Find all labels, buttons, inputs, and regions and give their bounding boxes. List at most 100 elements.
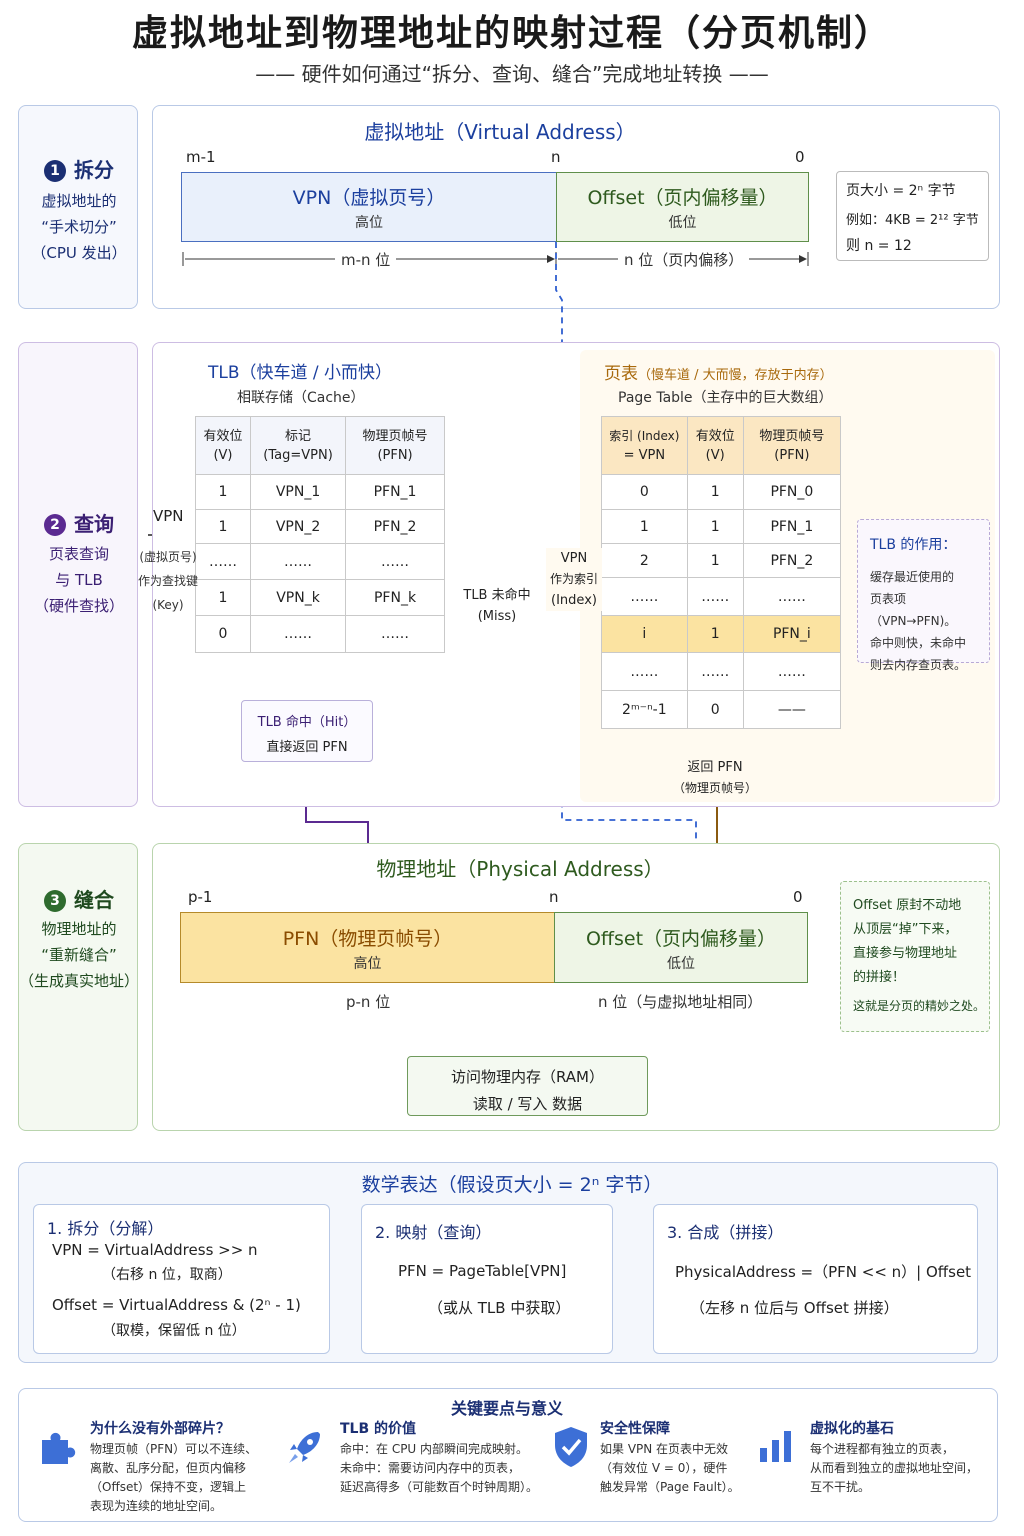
tlb-cell: 1 bbox=[195, 579, 251, 616]
pt-cell: PFN_1 bbox=[742, 509, 842, 544]
physical-address-title: 物理地址（Physical Address） bbox=[376, 857, 664, 881]
tlb-role-line: 则去内存查页表。 bbox=[870, 658, 967, 672]
pa-offset-field: Offset（页内偏移量） 低位 bbox=[554, 912, 808, 983]
pfn-sub: 高位 bbox=[353, 956, 382, 972]
step-3-desc: 物理地址的 “重新缝合” （生成真实地址） bbox=[19, 916, 139, 994]
tlb-cell: VPN_k bbox=[249, 579, 347, 616]
pt-index-text: 作为索引 bbox=[549, 572, 598, 586]
step-2-label: 查询 bbox=[74, 512, 114, 536]
pt-cell: 1 bbox=[686, 543, 744, 578]
tlb-input-note: (Key) bbox=[152, 598, 184, 612]
key-point-line: 触发异常（Page Fault）。 bbox=[600, 1480, 740, 1494]
offset-note-line: 的拼接！ bbox=[853, 970, 906, 985]
tlb-role-title: TLB 的作用： bbox=[870, 537, 957, 553]
pt-header-text: (PFN) bbox=[774, 447, 810, 463]
pa-dim-right: n 位（与虚拟地址相同） bbox=[592, 991, 769, 1012]
tlb-cell: 0 bbox=[195, 615, 251, 653]
tlb-header-cell: 有效位 (V) bbox=[195, 416, 251, 475]
page-table-title-note: （慢车道 / 大而慢，存放于内存） bbox=[638, 368, 833, 383]
tlb-hit-title: TLB 命中（Hit） bbox=[257, 715, 357, 730]
key-point-title: TLB 的价值 bbox=[340, 1421, 417, 1437]
pt-cell: —— bbox=[742, 690, 842, 729]
key-point-line: （有效位 V = 0），硬件 bbox=[600, 1461, 728, 1475]
tlb-cell: VPN_2 bbox=[249, 509, 347, 544]
pa-offset-label: Offset（页内偏移量） bbox=[585, 928, 777, 950]
tlb-header-text: (V) bbox=[213, 447, 233, 463]
math-formula: Offset = VirtualAddress & (2ⁿ - 1) bbox=[52, 1296, 301, 1314]
page-size-line: 则 n = 12 bbox=[846, 238, 912, 254]
pt-header-cell: 索引 (Index)= VPN bbox=[601, 416, 688, 475]
page-table-title: 页表（慢车道 / 大而慢，存放于内存） bbox=[604, 359, 833, 384]
tlb-cell: 1 bbox=[195, 474, 251, 510]
tlb-header-text: 标记 bbox=[285, 428, 312, 444]
shield-icon bbox=[552, 1425, 590, 1469]
tlb-header-cell: 物理页帧号(PFN) bbox=[345, 416, 445, 475]
vpn-field: VPN（虚拟页号） 高位 bbox=[181, 172, 557, 242]
step-1-line: （CPU 发出） bbox=[31, 244, 127, 262]
va-offset-label: Offset（页内偏移量） bbox=[587, 187, 778, 209]
tlb-role-text: 缓存最近使用的 页表项（VPN→PFN)。 命中则快，未命中 则去内存查页表。 bbox=[870, 566, 989, 676]
tlb-miss-text: TLB 未命中 bbox=[463, 588, 531, 603]
table-row: ……………… bbox=[195, 543, 445, 580]
tlb-role-note: TLB 的作用： 缓存最近使用的 页表项（VPN→PFN)。 命中则快，未命中 … bbox=[857, 519, 990, 672]
pt-header-text: (V) bbox=[705, 447, 725, 463]
tlb-input-notes: (虚拟页号) 作为查找键 (Key) bbox=[136, 545, 200, 617]
page-subtitle: —— 硬件如何通过“拆分、查询、缝合”完成地址转换 —— bbox=[255, 62, 769, 86]
key-point-line: 命中：在 CPU 内部瞬间完成映射。 bbox=[340, 1442, 529, 1456]
tlb-role-line: 页表项（VPN→PFN)。 bbox=[870, 592, 957, 628]
va-offset-field: Offset（页内偏移量） 低位 bbox=[556, 172, 809, 242]
pt-cell: 1 bbox=[686, 474, 744, 510]
math-formula: PFN = PageTable[VPN] bbox=[398, 1262, 567, 1280]
math-formula: PhysicalAddress =（PFN << n）| Offset bbox=[675, 1263, 972, 1281]
step-2-number: 2 bbox=[44, 514, 66, 536]
pt-cell: 0 bbox=[601, 474, 688, 510]
key-point-line: 物理页帧（PFN）可以不连续、 bbox=[90, 1442, 258, 1456]
math-card-split: 1. 拆分（分解） VPN = VirtualAddress >> n （右移 … bbox=[33, 1204, 330, 1354]
puzzle-icon bbox=[38, 1428, 78, 1468]
va-dim-right: n 位（页内偏移） bbox=[618, 249, 750, 270]
step-3-line: （生成真实地址） bbox=[19, 972, 140, 990]
tlb-cell: …… bbox=[249, 615, 347, 653]
offset-note-line: Offset 原封不动地 bbox=[853, 898, 962, 913]
va-offset-sub: 低位 bbox=[668, 215, 697, 231]
tlb-header-text: (Tag=VPN) bbox=[263, 447, 333, 463]
tlb-cell: …… bbox=[249, 543, 347, 580]
tlb-cell: …… bbox=[345, 543, 445, 580]
page-size-note: 页大小 = 2ⁿ 字节 例如：4KB = 2¹² 字节 则 n = 12 bbox=[836, 171, 989, 261]
va-bit-low: 0 bbox=[795, 148, 805, 166]
pt-cell: i bbox=[601, 615, 688, 653]
step-3-number: 3 bbox=[44, 890, 66, 912]
tlb-cell: VPN_1 bbox=[249, 474, 347, 510]
key-point-line: 互不干扰。 bbox=[810, 1480, 871, 1494]
step-1-line: 虚拟地址的 bbox=[41, 192, 117, 210]
tlb-header-text: 有效位 bbox=[203, 428, 243, 444]
pt-cell: …… bbox=[686, 652, 744, 691]
table-row: ……………… bbox=[601, 577, 842, 616]
math-note: （或从 TLB 中获取） bbox=[428, 1299, 571, 1317]
vpn-sub: 高位 bbox=[355, 215, 383, 231]
key-point-line: 未命中：需要访问内存中的页表， bbox=[340, 1461, 521, 1475]
pt-header-text: = VPN bbox=[623, 447, 666, 463]
tlb-input-note: (虚拟页号) bbox=[139, 550, 197, 564]
pt-cell: …… bbox=[742, 652, 842, 691]
step-3-line: “重新缝合” bbox=[41, 946, 117, 964]
pfn-label: PFN（物理页帧号） bbox=[282, 928, 453, 950]
page-table-title-main: 页表 bbox=[604, 364, 638, 384]
step-3-label: 缝合 bbox=[74, 888, 114, 912]
key-point-line: （Offset）保持不变，逻辑上 bbox=[90, 1480, 247, 1494]
table-row: 0………… bbox=[195, 615, 445, 653]
pt-cell: …… bbox=[601, 577, 688, 616]
pt-cell: …… bbox=[742, 577, 842, 616]
math-card-title: 2. 映射（查询） bbox=[375, 1223, 492, 1242]
rocket-icon bbox=[284, 1428, 324, 1468]
offset-note-text: Offset 原封不动地 从顶层“掉”下来， 直接参与物理地址 的拼接！ 这就是… bbox=[853, 894, 985, 1018]
pt-header-cell: 有效位(V) bbox=[686, 416, 744, 475]
